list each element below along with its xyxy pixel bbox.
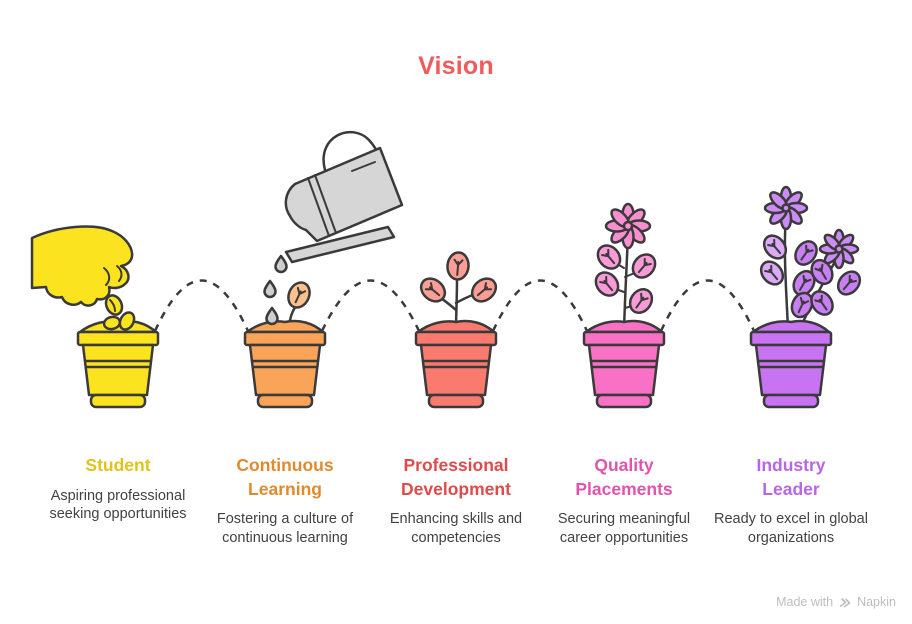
watering-can-icon — [284, 130, 404, 264]
water-drops — [263, 254, 288, 326]
stage-column-professional-development: Professional Development Enhancing skill… — [368, 454, 544, 547]
stage-column-quality-placements: Quality Placements Securing meaningful c… — [536, 454, 712, 547]
page-title: Vision — [418, 52, 494, 80]
hand-icon — [30, 225, 134, 316]
pot-professional-development — [414, 319, 498, 409]
pot-industry-leader — [749, 319, 833, 409]
stage-column-student: Student Aspiring professional seeking op… — [30, 454, 206, 524]
stage-name: Professional Development — [401, 455, 511, 499]
small-plant — [419, 251, 498, 333]
watermark-brand: Napkin — [857, 595, 896, 609]
watermark: Made with Napkin — [776, 595, 896, 609]
stage-description: Enhancing skills and competencies — [389, 511, 523, 546]
stage-name: Industry Leader — [756, 455, 826, 499]
pot-student — [76, 311, 160, 409]
full-bloom-plant — [759, 185, 862, 333]
flowering-plant — [594, 202, 657, 333]
flower — [604, 202, 652, 250]
seeds-in-soil — [102, 311, 136, 331]
connector-arc-2 — [320, 279, 421, 332]
dashed-connectors — [153, 279, 756, 332]
stage-name: Continuous Learning — [236, 455, 334, 499]
stage-column-continuous-learning: Continuous Learning Fostering a culture … — [197, 454, 373, 547]
stage-column-industry-leader: Industry Leader Ready to excel in global… — [703, 454, 879, 547]
flower — [763, 185, 809, 231]
connector-arc-1 — [153, 279, 250, 332]
connector-arc-4 — [659, 279, 756, 332]
stage-name: Student — [85, 455, 151, 475]
connector-arc-3 — [491, 279, 589, 332]
falling-seed — [104, 294, 124, 316]
stage-description: Ready to excel in global organizations — [714, 511, 868, 546]
napkin-logo-icon — [839, 597, 851, 608]
stage-description: Fostering a culture of continuous learni… — [216, 511, 354, 546]
stage-name: Quality Placements — [575, 455, 673, 499]
watermark-made-with: Made with — [776, 595, 834, 609]
stage-description: Securing meaningful career opportunities — [557, 511, 691, 546]
flower — [818, 228, 860, 270]
stage-description: Aspiring professional seeking opportunit… — [49, 487, 187, 523]
pot-quality-placements — [582, 319, 666, 409]
pot-continuous-learning — [243, 319, 327, 409]
